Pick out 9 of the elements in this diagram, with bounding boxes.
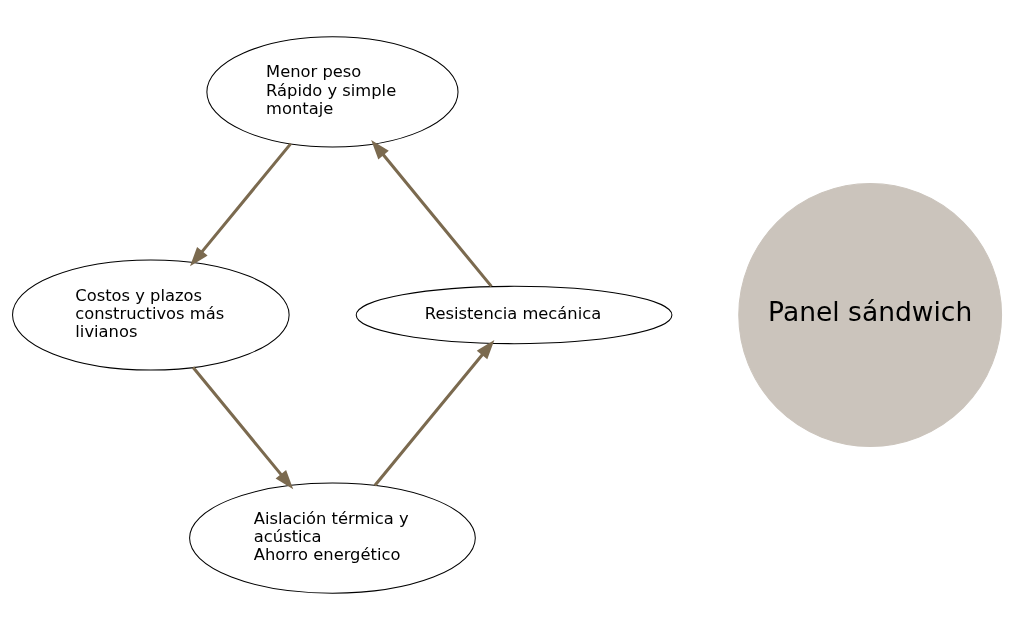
arrow: [191, 365, 294, 489]
arrow: [371, 139, 493, 287]
node-ellipse: Menor peso Rápido y simple montaje: [206, 35, 459, 147]
node-ellipse: Resistencia mecánica: [355, 285, 673, 344]
node-ellipse: Aislación térmica y acústica Ahorro energético: [189, 482, 476, 594]
node-ellipse: Costos y plazos constructivos más livianos: [12, 258, 290, 371]
arrow: [190, 142, 292, 266]
node-circle: Panel sándwich: [738, 182, 1003, 447]
arrow: [373, 339, 495, 486]
